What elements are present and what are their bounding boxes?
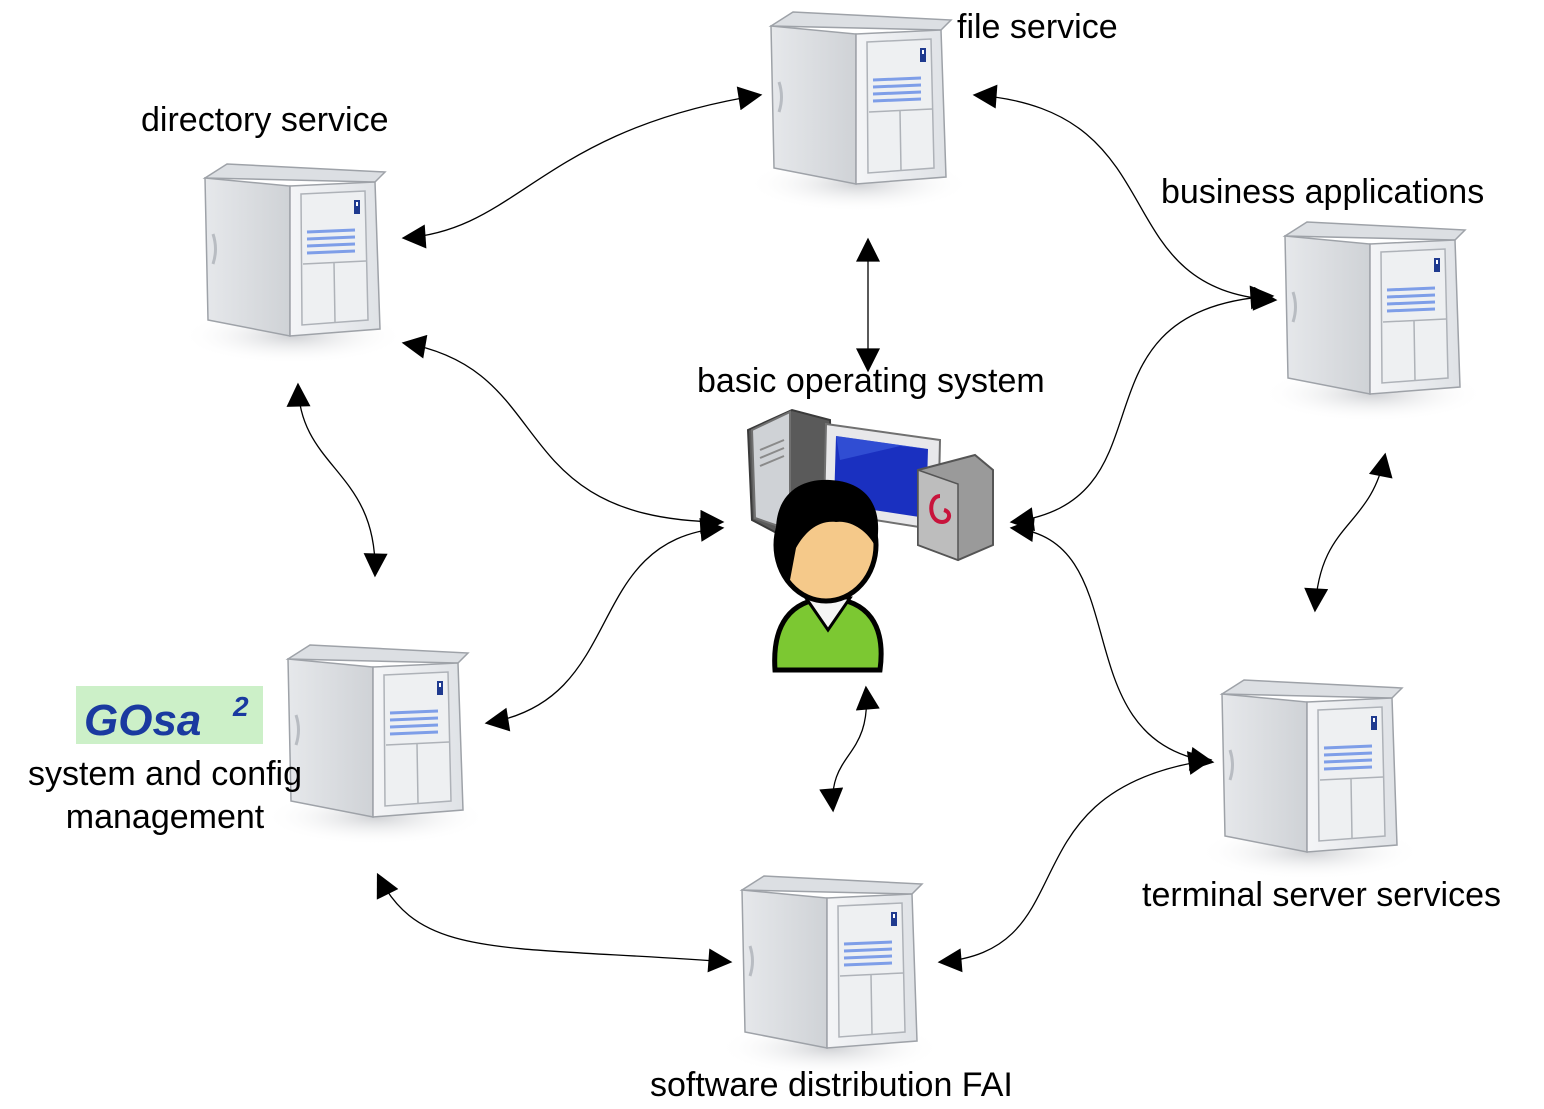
label-business-applications: business applications [1161, 173, 1484, 211]
label-terminal-server: terminal server services [1142, 876, 1501, 914]
connector-directory-gosa [286, 382, 388, 578]
label-gosa-line1: system and config [28, 755, 302, 793]
monitor-icon [822, 422, 942, 532]
person-icon [772, 479, 884, 673]
server-icon-software-distribution [716, 874, 944, 1078]
gosa-logo-superscript: 2 [232, 691, 249, 722]
label-directory-service: directory service [141, 101, 389, 139]
connector-basic-os-gosa [484, 517, 725, 732]
server-icon-directory-service [179, 162, 407, 366]
server-icon-file-service [745, 10, 973, 214]
connector-directory-basic-os [401, 334, 725, 534]
server-icon-terminal-server [1196, 678, 1424, 882]
gosa-logo: GOsa 2 [76, 686, 263, 745]
server-icon-gosa [262, 643, 490, 847]
gosa-logo-bg [76, 686, 263, 744]
connector-gosa-software [376, 872, 733, 973]
connector-basic-os-software [819, 685, 880, 813]
label-gosa-line2: management [66, 798, 265, 836]
debian-box-icon [917, 453, 994, 562]
label-basic-os: basic operating system [697, 362, 1045, 400]
connector-basic-os-business [1009, 285, 1275, 532]
gosa-logo-text: GOsa [84, 696, 201, 745]
connector-basic-os-terminal [1009, 518, 1215, 771]
connector-software-terminal [937, 751, 1213, 973]
label-software-distribution: software distribution FAI [650, 1066, 1013, 1104]
connector-business-terminal [1304, 452, 1393, 613]
label-file-service: file service [957, 8, 1118, 46]
server-icon-business-applications [1259, 220, 1487, 424]
connector-directory-file [401, 86, 763, 249]
